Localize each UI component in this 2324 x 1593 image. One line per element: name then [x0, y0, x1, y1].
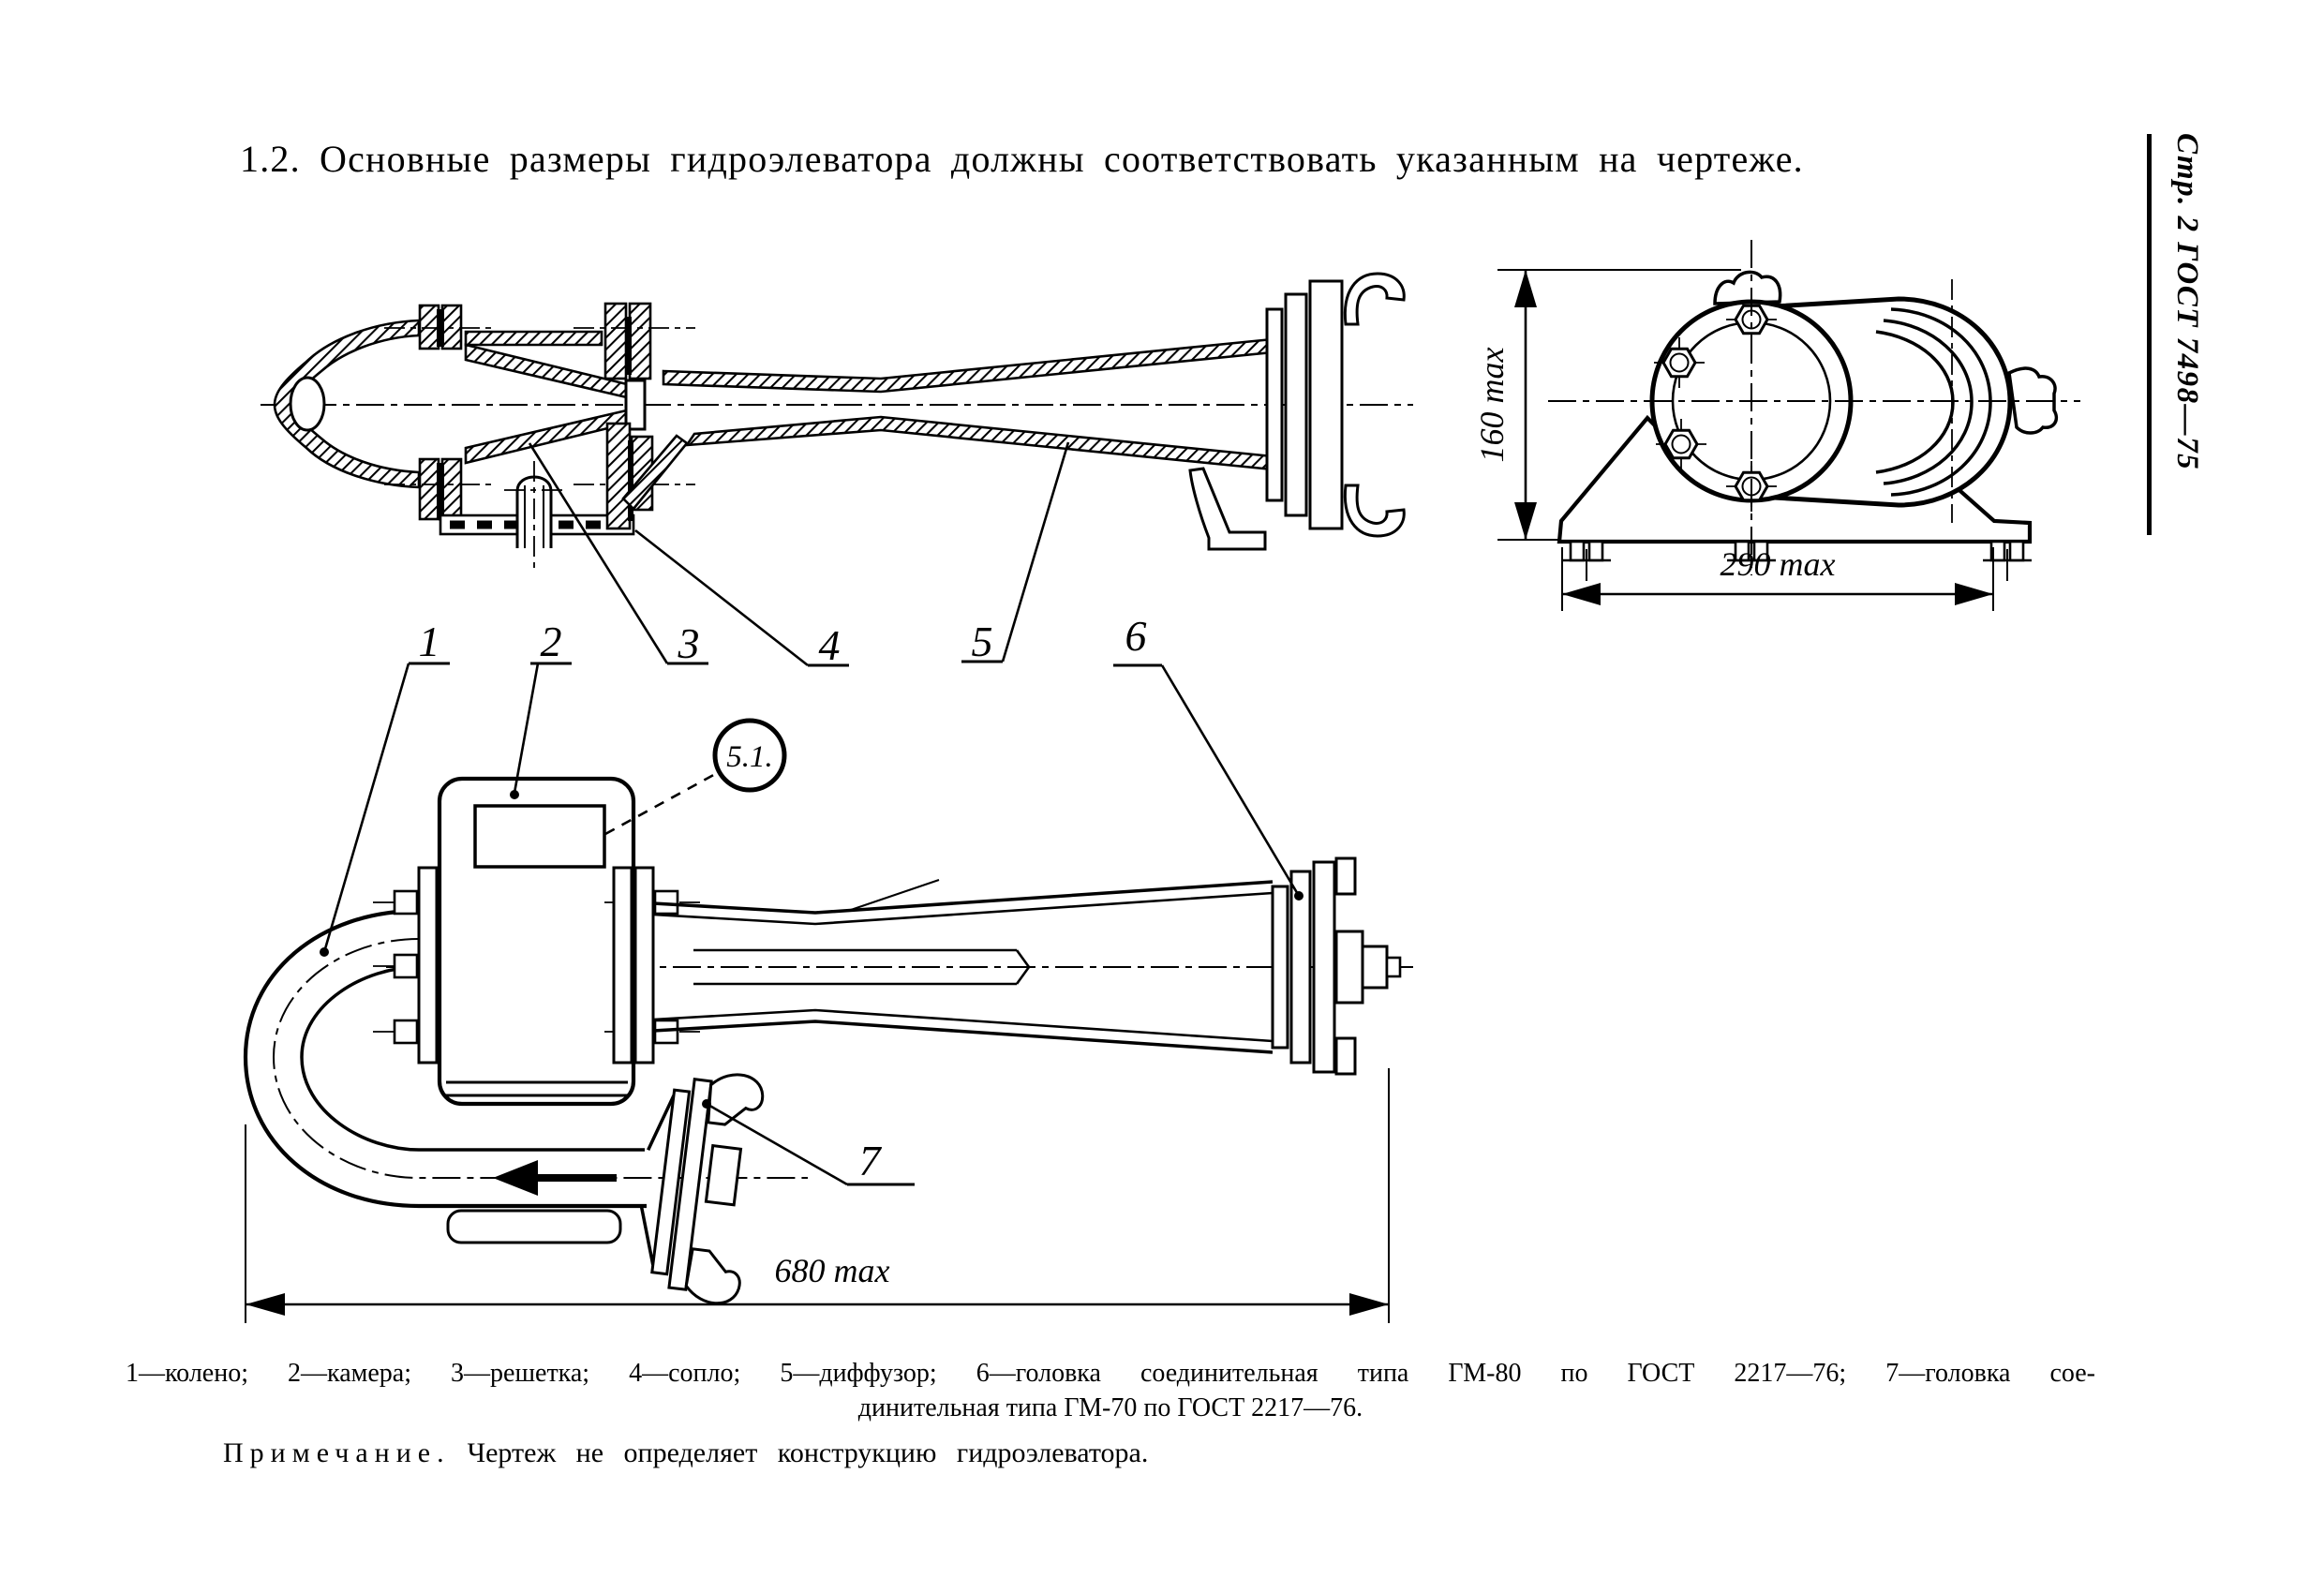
- view-longitudinal-section: [261, 272, 1413, 568]
- arrow-down-icon: [1514, 502, 1537, 540]
- part-number: 2: [541, 618, 562, 665]
- flange-joint-2: [574, 302, 695, 485]
- chamber-outlet-transition: [621, 434, 689, 511]
- part-number: 3: [678, 619, 700, 667]
- arrow-up-icon: [1514, 270, 1537, 307]
- caption-line-1: 1—колено; 2—камера; 3—решетка; 4—сопло; …: [126, 1359, 2095, 1388]
- elbow-centerline: [272, 938, 808, 1179]
- casing-top-wall: [464, 330, 603, 347]
- view-plan: [243, 776, 1413, 1305]
- note: Примечание. Чертеж не определяет конструк…: [223, 1437, 1348, 1469]
- page-title: 1.2. Основные размеры гидроэлеватора дол…: [240, 138, 1804, 180]
- coupling-head-gm80-section: [1265, 272, 1406, 538]
- callout-label: 5.1.: [726, 740, 773, 774]
- support-bracket: [1188, 467, 1267, 551]
- nozzle-bottom-wall: [464, 408, 633, 465]
- arrow-left-icon: [246, 1293, 285, 1316]
- flange-joint-1: [384, 304, 497, 521]
- coupling-head-gm80-plan: [1271, 856, 1402, 1076]
- dimension-length-680: 680 max: [245, 1068, 1390, 1323]
- margin-header-rule: [2147, 134, 2152, 535]
- part-label-3: 3: [528, 442, 708, 667]
- arrow-right-icon: [1349, 1293, 1389, 1316]
- part-label-6: 6: [1113, 612, 1304, 901]
- arrow-left-icon: [1562, 583, 1601, 605]
- part-number: 7: [859, 1137, 883, 1184]
- dim-height-label: 160 max: [1473, 347, 1511, 462]
- figure-caption: 1—колено; 2—камера; 3—решетка; 4—сопло; …: [126, 1357, 2095, 1426]
- elbow-inner-wall: [300, 965, 645, 1152]
- arrow-right-icon: [1955, 583, 1993, 605]
- plan-diffuser: [652, 879, 1274, 1054]
- part-number: 6: [1125, 612, 1147, 660]
- note-label: Примечание.: [223, 1437, 451, 1468]
- part-label-4: 4: [634, 529, 849, 669]
- part-label-1: 1: [320, 618, 450, 957]
- caption-line-2: динительная типа ГМ-70 по ГОСТ 2217—76.: [857, 1392, 1363, 1422]
- part-label-2: 2: [510, 618, 572, 799]
- dim-length-label: 680 max: [775, 1252, 890, 1289]
- part-number: 1: [419, 618, 440, 665]
- rest-pad: [446, 1209, 622, 1244]
- top-lug: [1713, 270, 1782, 305]
- dimension-width-290: 290 max: [1561, 545, 1994, 611]
- feet: [1562, 540, 2032, 581]
- diffuser-bottom-wall: [684, 415, 1274, 471]
- diffuser-top-wall: [662, 337, 1274, 394]
- part-number: 5: [972, 618, 993, 665]
- seam-line: [847, 879, 940, 912]
- nozzle-tip: [624, 379, 647, 431]
- chamber-window: [473, 804, 606, 869]
- coupling-head-gm70: [639, 1073, 765, 1305]
- dimension-height-160: 160 max: [1473, 269, 1741, 541]
- dim-width-label: 290 max: [1721, 545, 1836, 583]
- flow-arrow-icon: [493, 1160, 617, 1196]
- inlet-bell-opening: [289, 376, 326, 432]
- part-number: 4: [819, 621, 841, 669]
- note-text: Чертеж не определяет конструкцию гидроэл…: [467, 1437, 1149, 1468]
- plan-right-flange: [604, 866, 701, 1064]
- part-label-7: 7: [702, 1099, 915, 1186]
- part-label-5: 5: [961, 441, 1070, 665]
- callout-5-1: 5.1.: [604, 718, 787, 836]
- view-end: [1548, 240, 2080, 581]
